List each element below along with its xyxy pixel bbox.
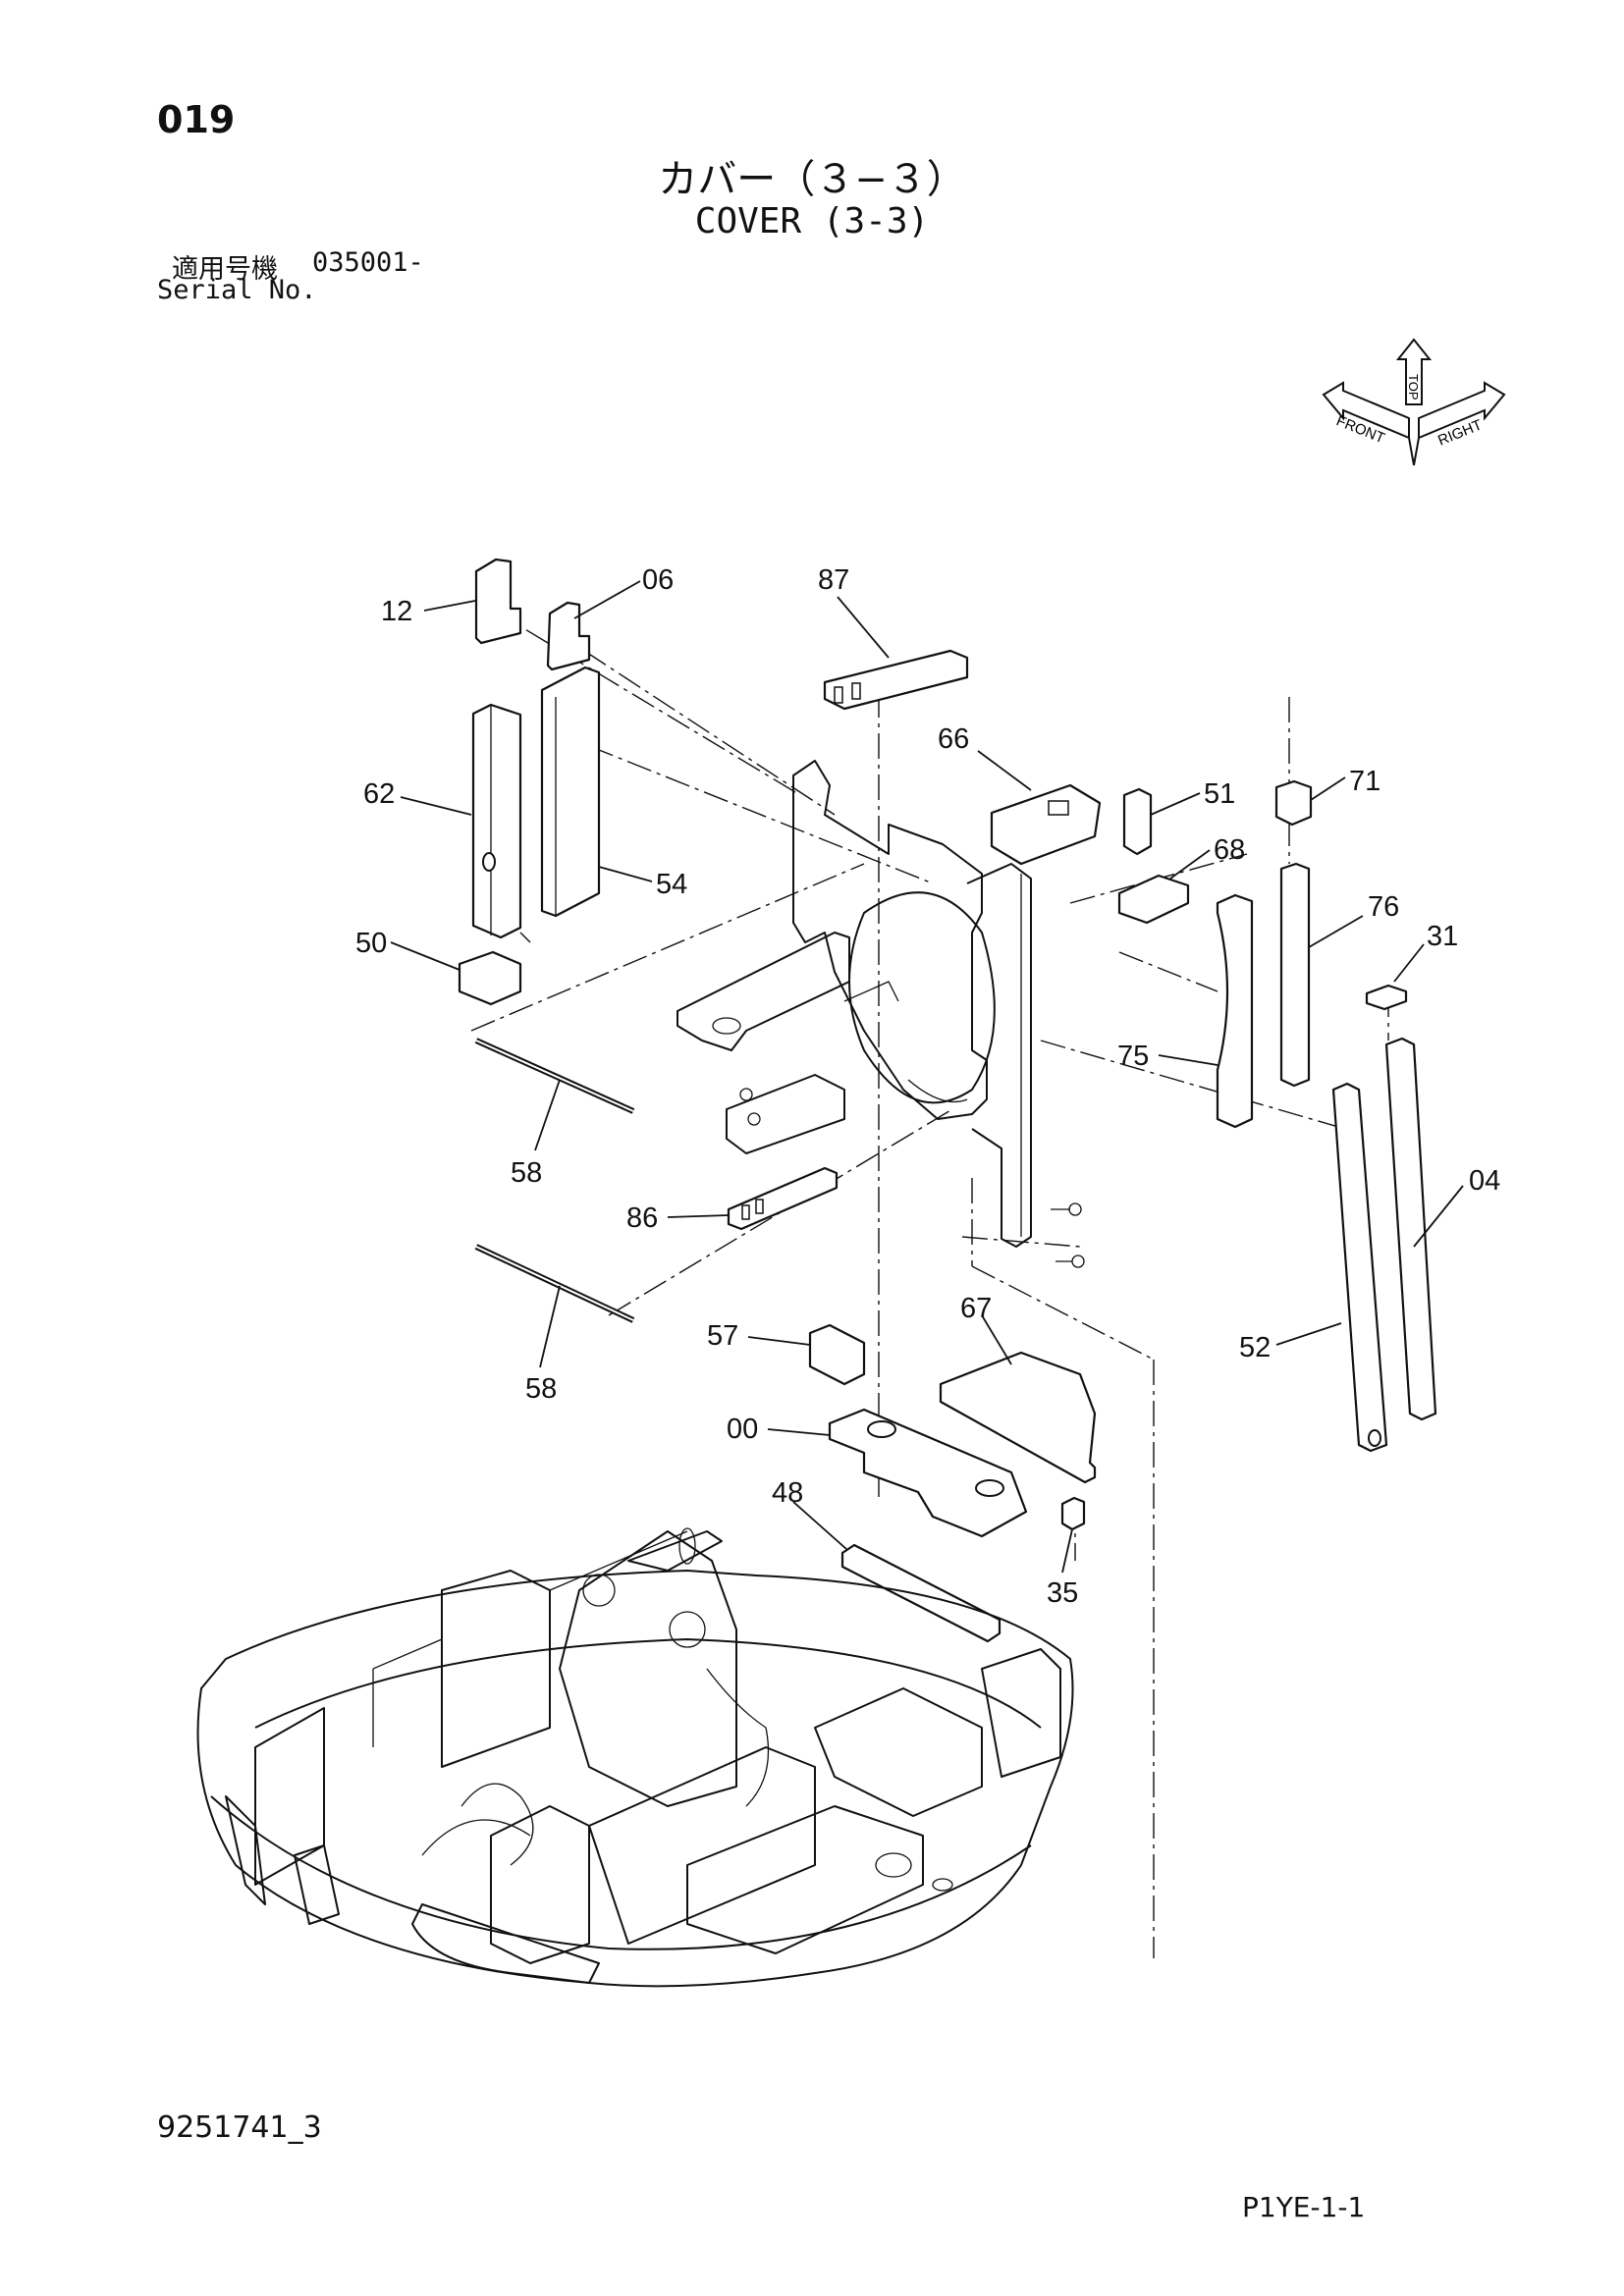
callout-58-lower: 58 xyxy=(525,1373,557,1405)
callout-04: 04 xyxy=(1469,1165,1500,1197)
part-68 xyxy=(1117,849,1211,925)
part-67 xyxy=(939,1314,1097,1484)
orientation-top-label: TOP xyxy=(1406,374,1421,400)
orientation-indicator: FRONT RIGHT TOP xyxy=(1322,338,1506,466)
callout-00: 00 xyxy=(727,1414,758,1445)
callout-35: 35 xyxy=(1047,1577,1078,1609)
callout-67: 67 xyxy=(960,1293,992,1324)
part-35 xyxy=(1060,1496,1086,1574)
revolving-frame-base xyxy=(196,1527,1074,1988)
callout-12: 12 xyxy=(381,596,412,627)
serial-value: 035001- xyxy=(312,247,424,278)
radiator-frame-assembly xyxy=(677,760,1085,1268)
callout-51: 51 xyxy=(1204,778,1235,810)
part-04 xyxy=(1384,1037,1464,1421)
page-title-jp: カバー（３−３） xyxy=(658,157,966,202)
callout-31: 31 xyxy=(1427,921,1458,952)
callout-52: 52 xyxy=(1239,1332,1271,1363)
assembly-lines xyxy=(470,608,1389,1958)
callout-48: 48 xyxy=(772,1477,803,1509)
part-58-upper xyxy=(474,1038,635,1151)
callout-86: 86 xyxy=(626,1202,658,1234)
callout-66: 66 xyxy=(938,723,969,755)
callout-62: 62 xyxy=(363,778,395,810)
serial-label-jp: 適用号機 xyxy=(172,254,278,285)
part-87 xyxy=(823,596,969,711)
drawing-id: 9251741_3 xyxy=(157,2110,322,2145)
part-31 xyxy=(1365,943,1425,1011)
callout-68: 68 xyxy=(1214,834,1245,866)
part-58-lower xyxy=(474,1244,635,1368)
callout-75: 75 xyxy=(1117,1041,1149,1072)
callout-76: 76 xyxy=(1368,891,1399,923)
part-50 xyxy=(390,941,522,1006)
part-48 xyxy=(792,1501,1001,1643)
part-66 xyxy=(977,750,1102,866)
part-52 xyxy=(1275,1082,1388,1453)
part-75 xyxy=(1158,893,1254,1129)
page-number: 019 xyxy=(157,98,236,141)
orientation-arrows-icon xyxy=(1322,338,1506,466)
callout-54: 54 xyxy=(656,869,687,900)
callout-50: 50 xyxy=(355,928,387,959)
part-57 xyxy=(747,1323,866,1386)
page-title-en: COVER (3-3) xyxy=(694,201,930,241)
part-51 xyxy=(1122,787,1201,856)
part-62 xyxy=(400,703,522,939)
callout-58-upper: 58 xyxy=(511,1157,542,1189)
callout-71: 71 xyxy=(1349,766,1380,797)
serial-label-en: Serial No. xyxy=(157,275,317,305)
callout-87: 87 xyxy=(818,564,849,596)
page-code: P1YE-1-1 xyxy=(1242,2191,1366,2223)
callout-57: 57 xyxy=(707,1320,738,1352)
part-71 xyxy=(1274,776,1346,827)
part-12 xyxy=(423,558,522,645)
part-76 xyxy=(1279,862,1364,1088)
part-54 xyxy=(540,666,653,918)
callout-06: 06 xyxy=(642,564,674,596)
part-86 xyxy=(667,1166,839,1231)
part-06 xyxy=(546,580,641,671)
part-00 xyxy=(767,1408,1028,1538)
